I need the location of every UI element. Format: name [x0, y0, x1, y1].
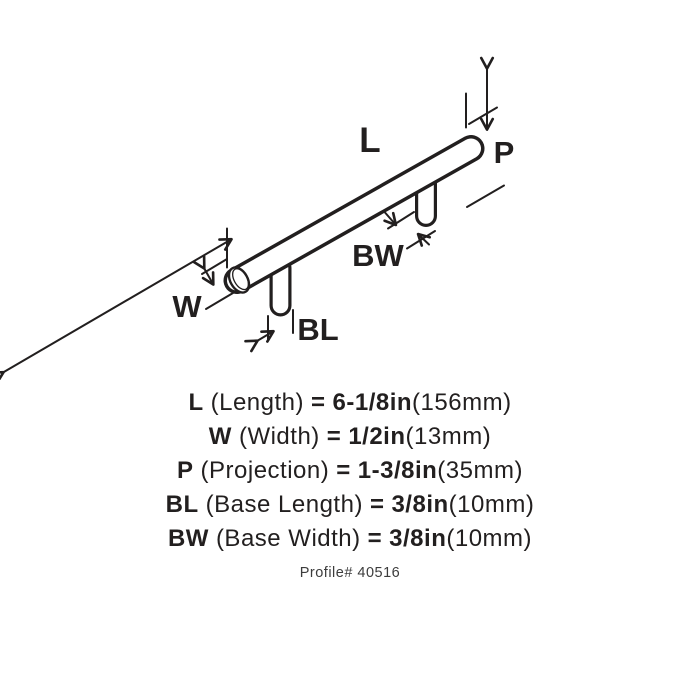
spec-value-inches: 1/2in [348, 423, 406, 450]
dimension-label-base-length: BL [297, 312, 338, 347]
profile-number: Profile# 40516 [299, 565, 401, 581]
dim-line-width [192, 255, 215, 286]
dim-line-base-length [244, 329, 275, 353]
dimension-length [0, 92, 467, 380]
spec-value-metric: (10mm) [446, 525, 533, 552]
spec-desc: (Projection) [200, 457, 330, 484]
spec-label: BL [165, 491, 199, 518]
spec-equals: = [311, 389, 326, 416]
dimension-label-projection: P [494, 135, 515, 170]
spec-equals: = [367, 525, 383, 552]
spec-equals: = [326, 423, 342, 450]
dim-arrow-lower [416, 232, 432, 247]
dim-ext [205, 292, 234, 310]
spec-value-inches: 6-1/8in [332, 389, 413, 416]
spec-value-metric: (156mm) [412, 389, 512, 416]
bar-body [223, 135, 485, 294]
spec-desc: (Base Length) [205, 491, 363, 518]
spec-value-metric: (10mm) [448, 491, 535, 518]
dimension-label-base-width: BW [352, 238, 404, 273]
spec-desc: (Width) [238, 423, 320, 450]
spec-row-width: W (Width) = 1/2in (13mm) [0, 420, 700, 454]
spec-label: P [177, 457, 194, 484]
spec-value-metric: (13mm) [405, 423, 492, 450]
dimension-width [192, 255, 234, 310]
dimension-label-width: W [172, 289, 202, 324]
spec-list: L (Length) = 6-1/8in (156mm) W (Width) =… [0, 386, 700, 581]
dimension-projection [466, 56, 505, 208]
spec-row-base-width: BW (Base Width) = 3/8in (10mm) [0, 522, 700, 556]
bar-pull-dimension-diagram: L P W BL BW [0, 56, 515, 380]
spec-row-base-length: BL (Base Length) = 3/8in (10mm) [0, 488, 700, 522]
spec-value-metric: (35mm) [437, 457, 523, 484]
dim-ext [466, 184, 505, 208]
spec-value-inches: 1-3/8in [357, 457, 438, 484]
spec-desc: (Base Width) [215, 525, 361, 552]
spec-value-inches: 3/8in [391, 491, 449, 518]
dimension-base-length [244, 309, 294, 353]
dim-ext [406, 230, 436, 250]
dimension-base-width [383, 211, 436, 250]
spec-label: W [208, 423, 232, 450]
dim-ext [468, 106, 498, 125]
spec-label: BW [167, 525, 209, 552]
spec-equals: = [369, 491, 385, 518]
spec-label: L [188, 389, 204, 416]
dimension-label-length: L [359, 121, 380, 160]
spec-row-projection: P (Projection) = 1-3/8in (35mm) [0, 454, 700, 488]
dim-arrow-upper [383, 211, 398, 227]
spec-row-length: L (Length) = 6-1/8in (156mm) [0, 386, 700, 420]
spec-desc: (Length) [210, 389, 304, 416]
spec-equals: = [336, 457, 351, 484]
spec-value-inches: 3/8in [389, 525, 447, 552]
